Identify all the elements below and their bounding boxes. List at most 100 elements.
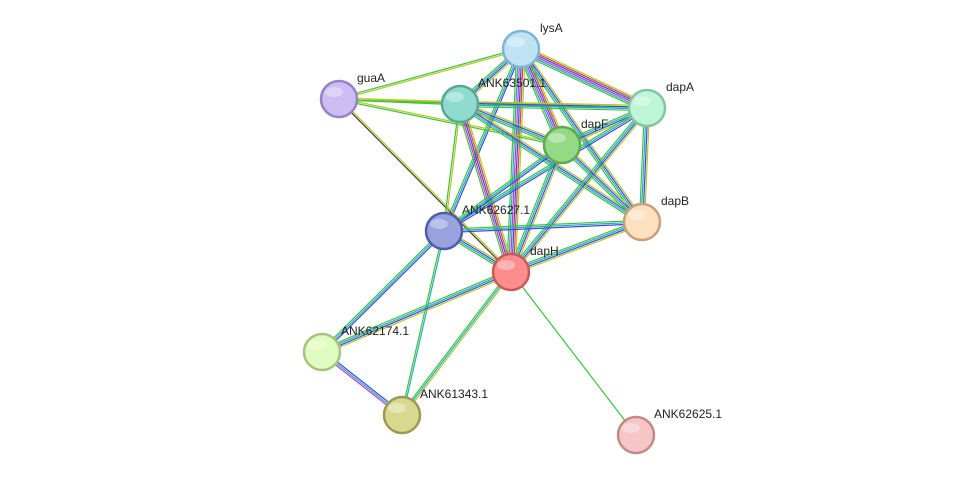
node-circle[interactable] <box>627 88 667 128</box>
edge-line-textmining <box>518 52 646 113</box>
edge-line-fusion <box>521 46 649 107</box>
node-ANK62625.1[interactable] <box>616 415 656 455</box>
node-circle[interactable] <box>319 79 359 119</box>
edge-line-textmining <box>510 271 637 436</box>
edge-line-textmining <box>320 269 511 351</box>
node-label-dapH: dapH <box>530 244 559 258</box>
edge-line-neighborhood <box>512 145 565 274</box>
node-dapB[interactable] <box>622 202 662 242</box>
edge-line-coexpression <box>337 99 511 274</box>
edge-line-cooccurrence <box>460 102 648 108</box>
edge-line-textmining <box>441 48 520 231</box>
edge-line-experiments <box>520 49 647 110</box>
edge-ANK63501.1-dapH[interactable] <box>456 102 515 274</box>
node-label-lysA: lysA <box>540 21 563 35</box>
node-circle[interactable] <box>440 84 480 124</box>
node-circle[interactable] <box>424 211 464 251</box>
edge-line-databases <box>459 104 647 110</box>
edge-line-cooccurrence <box>460 102 643 222</box>
edge-line-neighborhood <box>514 49 526 273</box>
node-highlight <box>325 87 343 97</box>
node-label-ANK62625.1: ANK62625.1 <box>654 407 722 421</box>
node-dapA[interactable] <box>627 88 667 128</box>
edge-line-textmining <box>338 47 521 99</box>
node-highlight <box>628 210 646 220</box>
edge-line-neighborhood <box>460 100 648 107</box>
edge-ANK62627.1-ANK62174.1[interactable] <box>320 229 446 354</box>
edge-line-textmining <box>509 219 642 271</box>
edge-line-neighborhood <box>512 109 650 275</box>
edge-line-cooccurrence <box>322 272 512 354</box>
edge-dapA-dapH[interactable] <box>508 105 650 275</box>
node-circle[interactable] <box>542 125 582 165</box>
edge-line-databases <box>443 221 643 232</box>
edge-line-neighborhood <box>402 272 513 417</box>
edge-line-cooccurrence <box>511 108 649 273</box>
node-label-ANK62174.1: ANK62174.1 <box>341 324 409 338</box>
edge-line-cooccurrence <box>511 222 643 274</box>
edge-guaA-dapH[interactable] <box>337 97 513 274</box>
node-highlight <box>308 340 326 350</box>
edge-line-textmining <box>508 143 561 272</box>
edge-line-databases <box>321 270 511 352</box>
edge-dapF-dapH[interactable] <box>508 143 565 274</box>
edge-line-textmining <box>442 103 460 231</box>
edges-layer <box>320 44 651 436</box>
node-circle[interactable] <box>382 395 422 435</box>
edge-line-fusion <box>461 103 514 272</box>
edge-lysA-ANK62627.1[interactable] <box>441 48 524 232</box>
node-lysA[interactable] <box>501 29 541 69</box>
edge-line-cooccurrence <box>459 103 512 273</box>
edge-line-fusion <box>512 49 525 273</box>
node-ANK61343.1[interactable] <box>382 395 422 435</box>
node-ANK62174.1[interactable] <box>302 332 342 372</box>
edge-line-textmining <box>400 270 511 415</box>
edge-ANK63501.1-ANK62627.1[interactable] <box>442 103 462 232</box>
edge-dapB-dapH[interactable] <box>509 219 644 275</box>
node-ANK62627.1[interactable] <box>424 211 464 251</box>
node-dapF[interactable] <box>542 125 582 165</box>
edge-dapH-ANK61343.1[interactable] <box>400 270 513 417</box>
edge-dapF-ANK62627.1[interactable] <box>442 143 564 233</box>
edge-line-databases <box>510 220 642 272</box>
edge-line-neighborhood <box>322 273 513 355</box>
node-circle[interactable] <box>491 252 531 292</box>
edge-line-neighborhood <box>339 97 563 145</box>
edge-dapH-ANK62174.1[interactable] <box>320 269 513 355</box>
edge-dapB-ANK62627.1[interactable] <box>443 219 643 234</box>
edge-line-textmining <box>338 99 562 147</box>
node-ANK63501.1[interactable] <box>440 84 480 124</box>
node-label-dapA: dapA <box>666 80 694 94</box>
edge-lysA-dapH[interactable] <box>506 48 526 273</box>
node-highlight <box>548 133 566 143</box>
edge-line-cooccurrence <box>511 49 523 273</box>
node-circle[interactable] <box>622 202 662 242</box>
node-circle[interactable] <box>302 332 342 372</box>
edge-line-neighborhood <box>462 102 515 272</box>
node-label-guaA: guaA <box>357 71 385 85</box>
edge-line-experiments <box>457 104 510 273</box>
edge-line-cooccurrence <box>444 223 643 234</box>
node-label-ANK61343.1: ANK61343.1 <box>420 387 488 401</box>
edge-line-textmining <box>400 230 444 415</box>
edge-line-cooccurrence <box>445 49 524 232</box>
edge-line-cooccurrence <box>444 108 649 233</box>
node-circle[interactable] <box>616 415 656 455</box>
edge-line-neighborhood <box>339 49 522 101</box>
edge-ANK62627.1-ANK61343.1[interactable] <box>400 230 446 416</box>
node-label-ANK62627.1: ANK62627.1 <box>462 203 530 217</box>
edge-line-databases <box>509 107 647 272</box>
edge-ANK63501.1-dapA[interactable] <box>459 100 648 112</box>
node-guaA[interactable] <box>319 79 359 119</box>
node-circle[interactable] <box>501 29 541 69</box>
node-highlight <box>622 423 640 433</box>
edge-guaA-dapF[interactable] <box>338 97 563 147</box>
node-dapH[interactable] <box>491 252 531 292</box>
edge-dapH-ANK62625.1[interactable] <box>510 271 637 436</box>
edge-lysA-dapA[interactable] <box>518 44 650 113</box>
edge-line-textmining <box>459 105 647 112</box>
edge-lysA-guaA[interactable] <box>338 47 522 101</box>
nodes-layer <box>302 29 667 455</box>
edge-line-databases <box>509 144 562 272</box>
